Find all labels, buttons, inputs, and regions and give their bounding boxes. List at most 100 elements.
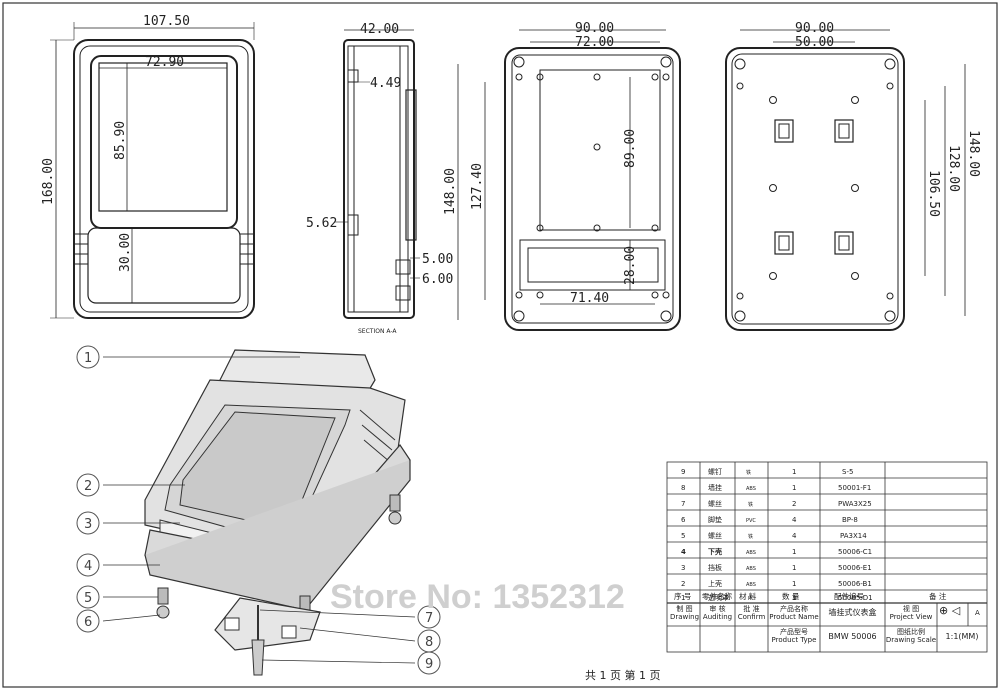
row-qty: 1	[792, 594, 796, 602]
front-width-dim: 107.50	[143, 14, 190, 29]
parts-table	[666, 461, 988, 653]
row-no: 9	[681, 468, 685, 476]
table-header-row: 序 号 零件名称 材 料 数 量 配件编号 备 注	[667, 590, 987, 603]
row-material: ABS	[746, 486, 756, 492]
row-material: PC	[748, 596, 755, 602]
scale-en: Drawing Scale	[885, 636, 937, 644]
row-qty: 4	[792, 516, 797, 524]
row-name: 透明罩	[708, 594, 729, 602]
row-qty: 1	[792, 564, 796, 572]
row-no: 4	[681, 548, 686, 556]
view-en: Project View	[889, 613, 933, 621]
product-name-value: 墙挂式仪表盒	[828, 608, 877, 617]
pname-cn: 产品名称	[780, 605, 808, 613]
back-view-1	[457, 29, 681, 331]
product-type-label: 产品型号 Product Type	[768, 628, 820, 644]
back1-height-outer-dim: 148.00	[443, 168, 458, 215]
back1-width-inner-dim: 72.00	[575, 35, 614, 50]
back1-width-outer-dim: 90.00	[575, 21, 614, 36]
row-qty: 1	[792, 484, 796, 492]
row-material: 铁	[748, 533, 753, 540]
pname-en: Product Name	[769, 613, 819, 621]
project-view-label: 视 图 Project View	[885, 605, 937, 621]
page-footer: 共 1 页 第 1 页	[585, 669, 661, 682]
row-name: 脚垫	[708, 515, 722, 524]
confirm-cn: 批 准	[743, 605, 760, 613]
back2-height-outer-dim: 148.00	[966, 130, 981, 177]
side-d2-dim: 5.62	[306, 216, 337, 231]
callout-2: 2	[84, 479, 92, 494]
row-code: 50005-D1	[838, 594, 873, 602]
product-name-label: 产品名称 Product Name	[768, 605, 820, 621]
confirm-en: Confirm	[737, 613, 766, 621]
front-window-width-dim: 72.90	[145, 55, 184, 70]
row-code: 50006-E1	[838, 564, 872, 572]
row-qty: 1	[792, 580, 796, 588]
side-d4-dim: 6.00	[422, 272, 453, 287]
callout-7: 7	[425, 611, 433, 626]
back2-height-mid-dim: 128.00	[946, 145, 961, 192]
front-lower-height-dim: 30.00	[118, 233, 133, 272]
callouts	[76, 345, 441, 675]
row-code: BP-8	[842, 516, 858, 524]
back2-width-outer-dim: 90.00	[795, 21, 834, 36]
header-material: 材 料	[739, 592, 757, 601]
front-view	[50, 22, 255, 319]
back2-height-inner-dim: 106.50	[926, 170, 941, 217]
row-code: 50006-B1	[838, 580, 872, 588]
row-name: 墙挂	[708, 483, 722, 492]
row-code: 50001-F1	[838, 484, 871, 492]
side-d3-dim: 5.00	[422, 252, 453, 267]
row-name: 挡板	[708, 563, 722, 572]
ptype-cn: 产品型号	[780, 628, 808, 636]
header-name: 零件名称	[702, 592, 732, 601]
row-material: ABS	[746, 566, 756, 572]
back1-bottom-height-dim: 28.00	[623, 246, 638, 285]
section-label: SECTION A-A	[358, 328, 397, 335]
confirm-cell: 批 准 Confirm	[735, 605, 768, 621]
header-qty: 数 量	[782, 592, 800, 601]
view-mark: A	[975, 609, 980, 617]
callout-8: 8	[425, 635, 433, 650]
scale-value: 1:1(MM)	[945, 632, 979, 641]
title-block: 制 图 Drawing 审 核 Auditing 批 准 Confirm 产品名…	[667, 603, 987, 652]
drawing-cell: 制 图 Drawing	[669, 605, 700, 621]
row-qty: 1	[792, 548, 796, 556]
header-no: 序 号	[674, 592, 692, 601]
back1-bottom-width-dim: 71.40	[570, 291, 609, 306]
back-view-2	[725, 29, 966, 331]
projection-symbol-icon: ⊕ ◁	[939, 604, 961, 617]
store-watermark: Store No: 1352312	[330, 578, 625, 616]
side-d1-dim: 4.49	[370, 76, 401, 91]
row-name: 下壳	[708, 547, 722, 556]
back2-width-inner-dim: 50.00	[795, 35, 834, 50]
scale-label: 图纸比例 Drawing Scale	[885, 628, 937, 644]
callout-9: 9	[425, 657, 433, 672]
row-code: 50006-C1	[838, 548, 872, 556]
back1-height-inner-dim: 89.00	[623, 129, 638, 168]
side-section-view	[335, 29, 420, 319]
front-height-dim: 168.00	[41, 158, 56, 205]
row-no: 2	[681, 580, 685, 588]
drawing-en: Drawing	[669, 613, 700, 621]
ptype-en: Product Type	[771, 636, 817, 644]
auditing-en: Auditing	[702, 613, 733, 621]
row-no: 8	[681, 484, 685, 492]
parts-table-rows: 9 螺钉 铁 1 S-5 8 墙挂 ABS 1 50001-F1 7 螺丝 铁 …	[681, 467, 873, 602]
callout-5: 5	[84, 591, 92, 606]
back1-height-mid-dim: 127.40	[470, 163, 485, 210]
callout-6: 6	[84, 615, 92, 630]
scale-cn: 图纸比例	[897, 628, 925, 636]
row-name: 螺钉	[708, 467, 722, 476]
front-window-height-dim: 85.90	[113, 121, 128, 160]
product-type-value: BMW 50006	[828, 632, 877, 641]
side-depth-dim: 42.00	[360, 22, 399, 37]
row-name: 螺丝	[708, 531, 722, 540]
row-name: 上壳	[708, 579, 722, 588]
auditing-cn: 审 核	[709, 605, 726, 613]
callout-1: 1	[84, 351, 92, 366]
row-no: 5	[681, 532, 685, 540]
row-no: 1	[681, 594, 685, 602]
row-material: ABS	[746, 550, 756, 556]
